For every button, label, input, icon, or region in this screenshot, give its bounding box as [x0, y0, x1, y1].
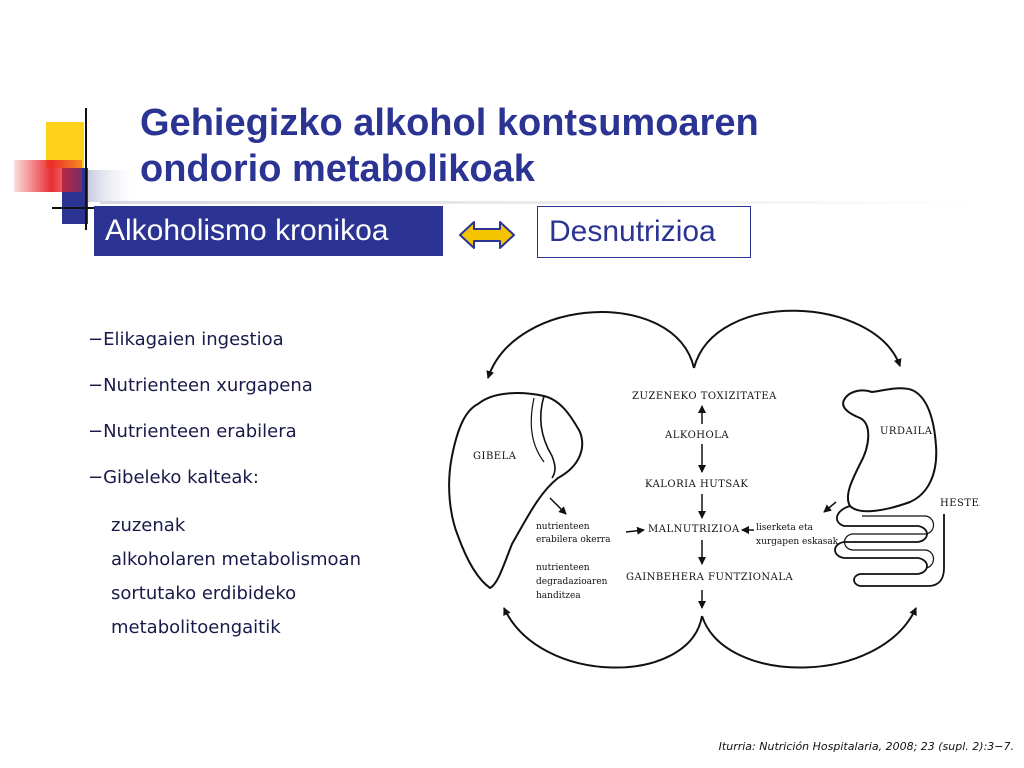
sub-bullet-item: zuzenak — [111, 515, 186, 536]
sub-bullet-item: sortutako erdibideko — [111, 583, 297, 604]
metabolism-diagram: GIBELA URDAILA HESTEA ZUZENEKO TOXIZITAT… — [448, 309, 980, 669]
label-nutr1-b: erabilera okerra — [536, 535, 611, 545]
desnutrizioa-box: Desnutrizioa — [537, 206, 751, 258]
label-liser-a: liserketa eta — [756, 523, 814, 533]
label-alkohola: ALKOHOLA — [664, 430, 729, 441]
bullet-item: −Nutrienteen erabilera — [88, 421, 297, 442]
label-nutr2-b: degradazioaren — [536, 577, 608, 587]
label-urdaila: URDAILA — [880, 426, 933, 437]
sub-bullet-item: alkoholaren metabolismoan — [111, 549, 361, 570]
bullet-item: −Nutrienteen xurgapena — [88, 375, 313, 396]
liver-icon — [448, 392, 584, 590]
label-liser-b: xurgapen eskasak — [756, 537, 839, 547]
top-left-arc — [486, 311, 695, 379]
title-line-2: ondorio metabolikoak — [140, 148, 535, 190]
slide-title: Gehiegizko alkohol kontsumoaren ondorio … — [140, 100, 900, 192]
label-zuzeneko: ZUZENEKO TOXIZITATEA — [632, 391, 777, 402]
bullet-item: −Gibeleko kalteak: — [88, 467, 259, 488]
bottom-right-arc — [701, 607, 917, 669]
label-nutr1-a: nutrienteen — [536, 522, 590, 532]
alkoholismo-box: Alkoholismo kronikoa — [94, 206, 443, 256]
title-line-1: Gehiegizko alkohol kontsumoaren — [140, 102, 759, 144]
sub-bullet-list: zuzenak alkoholaren metabolismoan sortut… — [111, 512, 428, 648]
bullet-list: −Elikagaien ingestioa −Nutrienteen xurga… — [88, 326, 428, 648]
bullet-item: −Elikagaien ingestioa — [88, 329, 284, 350]
deco-fade-bar — [88, 170, 140, 202]
top-right-arc — [693, 309, 902, 369]
title-underline — [100, 201, 980, 204]
deco-red-bar — [14, 160, 82, 192]
source-citation: Iturria: Nutrición Hospitalaria, 2008; 2… — [718, 740, 1014, 753]
label-malnutrizioa: MALNUTRIZIOA — [648, 524, 740, 535]
label-hestea: HESTEA — [940, 498, 980, 509]
left-right-arrow-icon — [459, 221, 515, 249]
stomach-intestine-icon — [834, 387, 945, 587]
sub-bullet-item: metabolitoengaitik — [111, 617, 281, 638]
bottom-left-arc — [503, 607, 703, 669]
corner-decoration — [14, 108, 140, 230]
label-gainbehera: GAINBEHERA FUNTZIONALA — [626, 572, 794, 583]
label-nutr2-a: nutrienteen — [536, 563, 590, 573]
label-nutr2-c: handitzea — [536, 591, 581, 601]
label-gibela: GIBELA — [473, 451, 517, 462]
label-kaloria: KALORIA HUTSAK — [645, 479, 748, 490]
